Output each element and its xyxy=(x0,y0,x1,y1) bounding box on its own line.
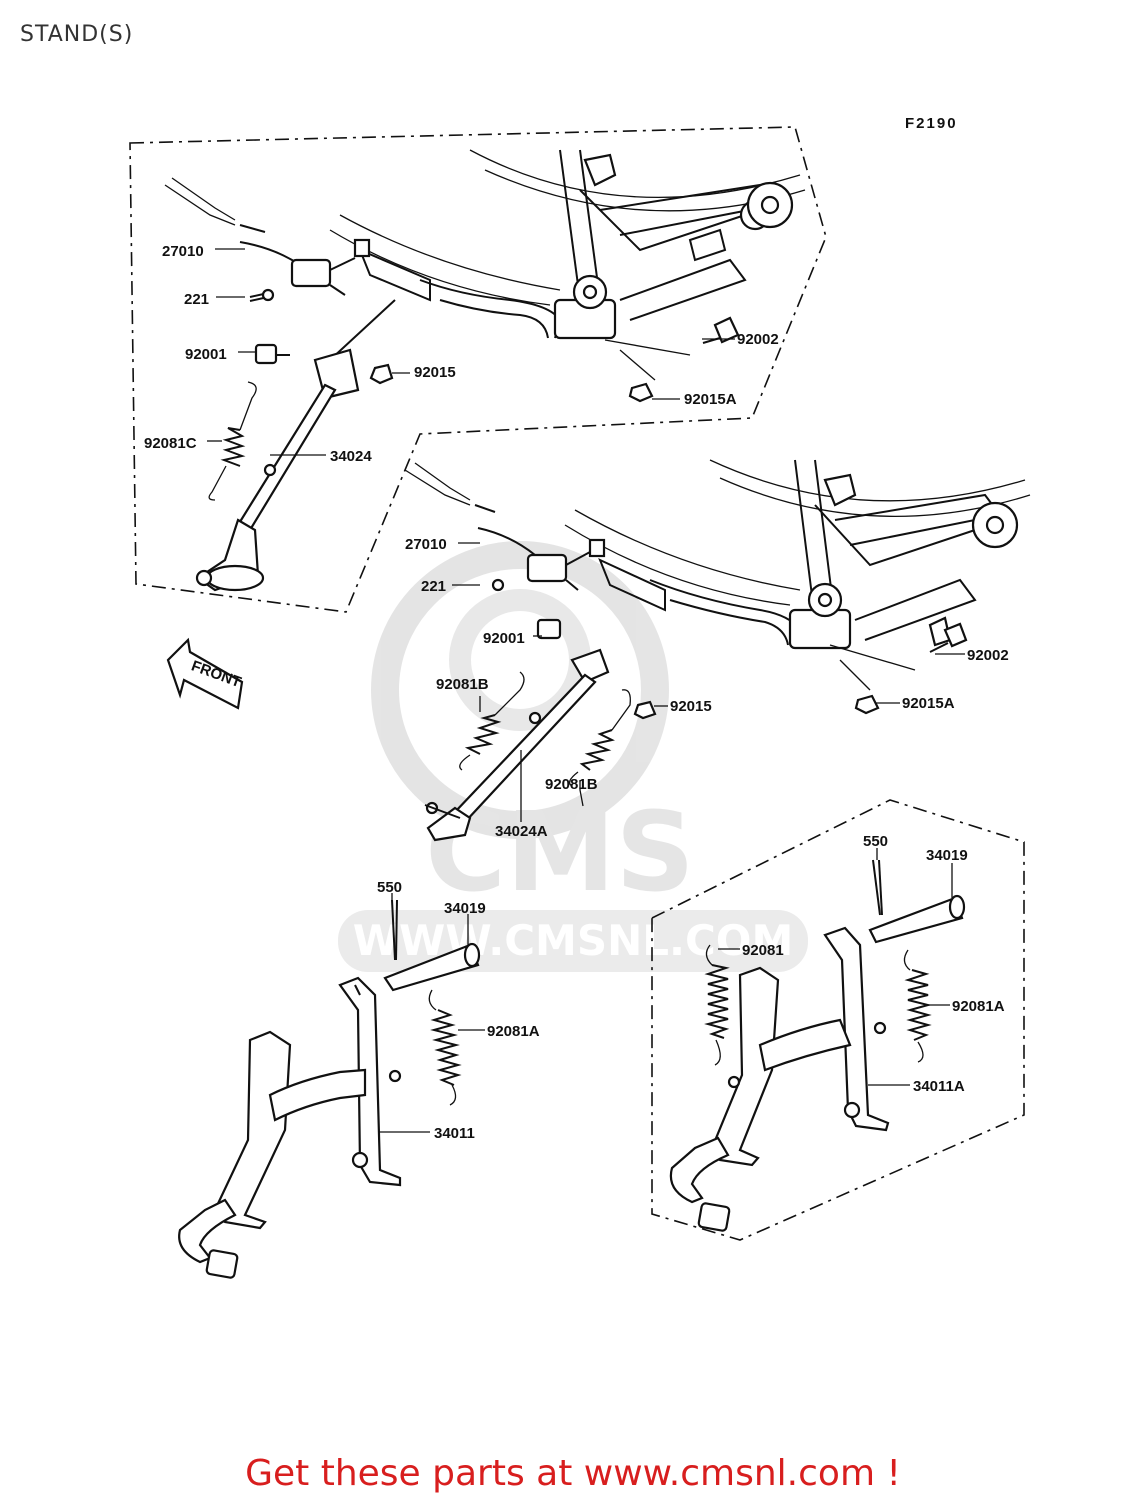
callout-c8: 92015A xyxy=(684,391,737,408)
spring-92081a-left xyxy=(428,989,462,1106)
callout-c5: 92081C xyxy=(144,435,197,452)
shaft-34019-right xyxy=(868,859,966,944)
frame-middle xyxy=(564,459,1031,650)
callout-c17: 92015A xyxy=(902,695,955,712)
callout-c24: 92081 xyxy=(742,942,784,959)
callout-c13: 92015 xyxy=(670,698,712,715)
watermark-url: WWW.CMSNL.COM xyxy=(353,916,794,965)
side-stand-34024a xyxy=(424,618,657,842)
center-stand-34011a xyxy=(669,926,890,1232)
callout-c15: 34024A xyxy=(495,823,548,840)
spring-92081c xyxy=(208,381,257,501)
side-stand-34024 xyxy=(195,299,396,592)
shaft-34019-left xyxy=(383,899,481,992)
callout-c25: 92081A xyxy=(952,998,1005,1015)
callout-c22: 550 xyxy=(863,833,888,850)
spring-92081 xyxy=(704,944,730,1066)
callout-c1: 27010 xyxy=(162,243,204,260)
page-title: STAND(S) xyxy=(20,22,134,47)
leader-lines xyxy=(207,248,965,1133)
callout-c6: 34024 xyxy=(330,448,372,465)
callout-c9: 27010 xyxy=(405,536,447,553)
bolt-92002-upper xyxy=(604,316,740,403)
spring-92081b-right xyxy=(568,689,631,787)
callout-c4: 92015 xyxy=(414,364,456,381)
spring-92081a-right xyxy=(903,949,932,1063)
callout-c26: 34011A xyxy=(913,1078,965,1095)
switch-cable-upper xyxy=(164,177,356,302)
callout-c10: 221 xyxy=(421,578,446,595)
center-stand-34011 xyxy=(178,976,402,1279)
figure-code: F2190 xyxy=(905,115,958,132)
front-direction-arrow: FRONT xyxy=(166,637,243,710)
callout-c12: 92081B xyxy=(436,676,489,693)
spring-92081b-left xyxy=(459,671,525,771)
callout-c3: 92001 xyxy=(185,346,227,363)
callout-c14: 92081B xyxy=(545,776,598,793)
side-stand-region-outline xyxy=(129,126,827,613)
get-parts-link[interactable]: Get these parts at www.cmsnl.com ! xyxy=(245,1453,901,1494)
callout-c23: 34019 xyxy=(926,847,968,864)
callout-c16: 92002 xyxy=(967,647,1009,664)
callout-c19: 34019 xyxy=(444,900,486,917)
frame-upper xyxy=(329,149,806,340)
bolt-92002-middle xyxy=(829,622,968,715)
callout-c20: 92081A xyxy=(487,1023,540,1040)
callout-labels: 27010 221 92001 92015 92081C 34024 92002… xyxy=(144,243,1009,1142)
switch-cable-middle xyxy=(404,462,591,592)
callout-c21: 34011 xyxy=(434,1125,475,1142)
callout-c18: 550 xyxy=(377,879,402,896)
callout-c7: 92002 xyxy=(737,331,779,348)
callout-c11: 92001 xyxy=(483,630,525,647)
center-stand-region-outline xyxy=(651,799,1025,1241)
callout-c2: 221 xyxy=(184,291,209,308)
